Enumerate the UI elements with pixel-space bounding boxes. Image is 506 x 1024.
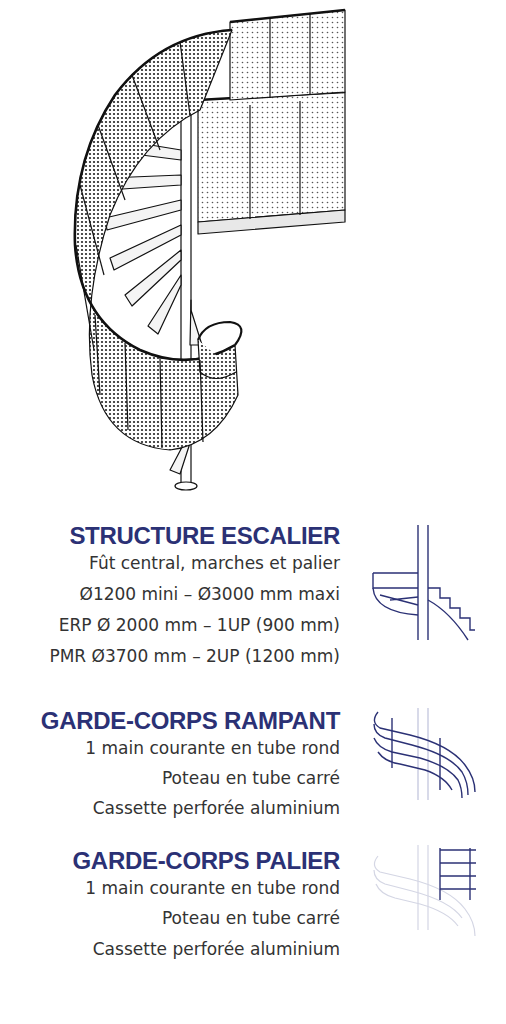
spec-line: 1 main courante en tube rond [85, 878, 340, 898]
spec-line: Cassette perforée aluminium [93, 939, 340, 959]
spec-line: ERP Ø 2000 mm – 1UP (900 mm) [59, 615, 340, 635]
spec-line: Fût central, marches et palier [89, 553, 340, 573]
spec-line: Poteau en tube carré [162, 768, 340, 788]
spec-line: Poteau en tube carré [162, 908, 340, 928]
section-heading: STRUCTURE ESCALIER [69, 522, 340, 551]
section-heading: GARDE-CORPS PALIER [72, 847, 340, 876]
section-heading: GARDE-CORPS RAMPANT [41, 707, 340, 736]
spec-line: 1 main courante en tube rond [85, 738, 340, 758]
spec-line: Cassette perforée aluminium [93, 798, 340, 818]
spec-line: PMR Ø3700 mm – 2UP (1200 mm) [49, 646, 340, 666]
spec-line: Ø1200 mini – Ø3000 mm maxi [80, 584, 340, 604]
